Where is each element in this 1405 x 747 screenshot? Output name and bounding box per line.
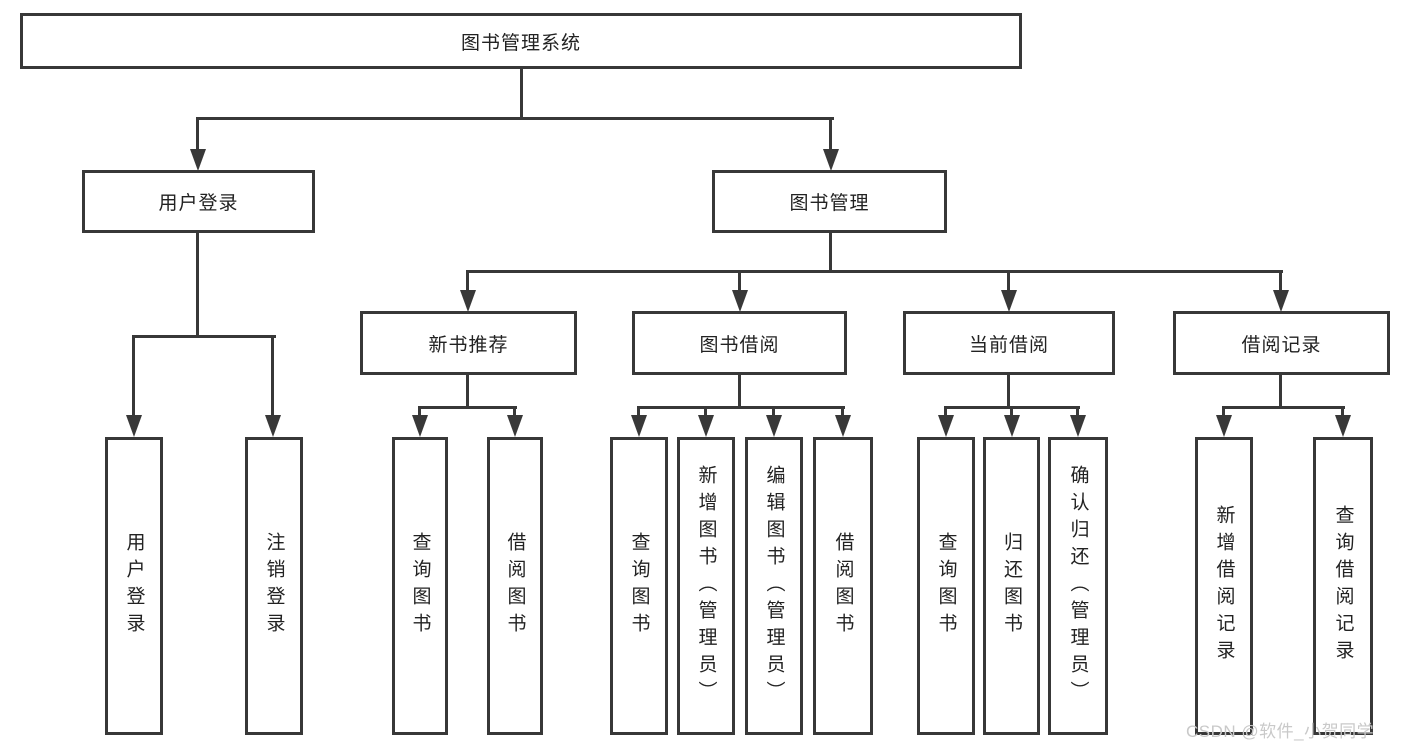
arrow-down-icon	[1070, 415, 1086, 437]
leaf-current-return-books: 归还图书	[983, 437, 1040, 735]
node-user-login-label: 用户登录	[158, 193, 239, 214]
arrow-down-icon	[1216, 415, 1232, 437]
arrow-down-icon	[938, 415, 954, 437]
connector-records-branch	[1222, 406, 1345, 409]
leaf-recommend-query-books: 查询图书	[392, 437, 448, 735]
connector-to-current-query	[944, 406, 947, 419]
leaf-borrow-add-books-admin: 新增图书（管理员）	[677, 437, 735, 735]
node-book-borrow-label: 图书借阅	[699, 334, 780, 356]
node-book-management: 图书管理	[712, 170, 947, 233]
arrow-down-icon	[698, 415, 714, 437]
node-borrow-records: 借阅记录	[1173, 311, 1390, 375]
leaf-logout: 注销登录	[245, 437, 303, 735]
connector-borrow-stem	[738, 375, 741, 408]
node-root: 图书管理系统	[20, 13, 1022, 69]
connector-to-leaf-logout	[271, 335, 274, 417]
leaf-borrow-query-books-label: 查询图书	[628, 532, 650, 640]
node-user-login: 用户登录	[82, 170, 315, 233]
node-root-label: 图书管理系统	[460, 32, 581, 54]
connector-to-current-return	[1010, 406, 1013, 419]
connector-recommend-stem	[466, 375, 469, 408]
connector-to-leaf-user-login	[132, 335, 135, 417]
arrow-down-icon	[1273, 290, 1289, 312]
leaf-records-add-record: 新增借阅记录	[1195, 437, 1253, 735]
arrow-down-icon	[1001, 290, 1017, 312]
leaf-current-confirm-return-admin-label: 确认归还（管理员）	[1067, 464, 1089, 708]
arrow-down-icon	[835, 415, 851, 437]
connector-borrow-branch	[637, 406, 845, 409]
connector-current-stem	[1007, 375, 1010, 408]
leaf-records-query-record: 查询借阅记录	[1313, 437, 1373, 735]
connector-to-recommend-borrow	[513, 406, 516, 419]
connector-to-borrow-edit	[772, 406, 775, 419]
arrow-down-icon	[1004, 415, 1020, 437]
arrow-down-icon	[265, 415, 281, 437]
leaf-recommend-borrow-books: 借阅图书	[487, 437, 543, 735]
leaf-records-query-record-label: 查询借阅记录	[1332, 505, 1354, 667]
node-book-management-label: 图书管理	[789, 193, 870, 214]
arrow-down-icon	[766, 415, 782, 437]
connector-to-book-management	[829, 117, 832, 152]
leaf-current-confirm-return-admin: 确认归还（管理员）	[1048, 437, 1108, 735]
connector-to-borrow-borrow	[841, 406, 844, 419]
connector-book-management-branch	[466, 270, 1283, 273]
connector-to-current-borrow	[1007, 270, 1010, 292]
node-new-book-recommend: 新书推荐	[360, 311, 577, 375]
node-current-borrow: 当前借阅	[903, 311, 1115, 375]
leaf-current-query-books-label: 查询图书	[935, 532, 957, 640]
arrow-down-icon	[412, 415, 428, 437]
connector-root-stem	[520, 67, 523, 120]
arrow-down-icon	[126, 415, 142, 437]
connector-to-borrow-query	[637, 406, 640, 419]
connector-book-management-stem	[829, 233, 832, 272]
leaf-current-query-books: 查询图书	[917, 437, 975, 735]
connector-to-recommend-query	[418, 406, 421, 419]
arrow-down-icon	[823, 149, 839, 171]
connector-recommend-branch	[418, 406, 517, 409]
leaf-borrow-query-books: 查询图书	[610, 437, 668, 735]
node-current-borrow-label: 当前借阅	[968, 334, 1049, 356]
csdn-watermark: CSDN @软件_小贺同学	[1186, 722, 1375, 741]
connector-to-new-book-recommend	[466, 270, 469, 292]
arrow-down-icon	[190, 149, 206, 171]
connector-records-stem	[1279, 375, 1282, 408]
connector-to-book-borrow	[738, 270, 741, 292]
leaf-borrow-add-books-admin-label: 新增图书（管理员）	[695, 464, 717, 708]
leaf-borrow-edit-books-admin: 编辑图书（管理员）	[745, 437, 803, 735]
connector-user-login-branch	[132, 335, 276, 338]
node-borrow-records-label: 借阅记录	[1241, 334, 1322, 356]
leaf-borrow-borrow-books-label: 借阅图书	[832, 532, 854, 640]
leaf-user-login-label: 用户登录	[123, 532, 145, 640]
connector-root-branch	[196, 117, 834, 120]
leaf-borrow-edit-books-admin-label: 编辑图书（管理员）	[763, 464, 785, 708]
leaf-records-add-record-label: 新增借阅记录	[1213, 505, 1235, 667]
leaf-current-return-books-label: 归还图书	[1001, 532, 1022, 640]
arrow-down-icon	[460, 290, 476, 312]
arrow-down-icon	[631, 415, 647, 437]
arrow-down-icon	[507, 415, 523, 437]
connector-user-login-stem	[196, 233, 199, 337]
connector-to-records-add	[1222, 406, 1225, 419]
node-new-book-recommend-label: 新书推荐	[428, 334, 509, 356]
leaf-logout-label: 注销登录	[263, 532, 285, 640]
connector-to-user-login	[196, 117, 199, 152]
leaf-recommend-borrow-books-label: 借阅图书	[504, 532, 526, 640]
connector-to-borrow-records	[1279, 270, 1282, 292]
arrow-down-icon	[1335, 415, 1351, 437]
arrow-down-icon	[732, 290, 748, 312]
leaf-recommend-query-books-label: 查询图书	[409, 532, 431, 640]
node-book-borrow: 图书借阅	[632, 311, 847, 375]
connector-to-borrow-add	[704, 406, 707, 419]
leaf-user-login: 用户登录	[105, 437, 163, 735]
leaf-borrow-borrow-books: 借阅图书	[813, 437, 873, 735]
connector-to-current-confirm	[1076, 406, 1079, 419]
connector-to-records-query	[1341, 406, 1344, 419]
